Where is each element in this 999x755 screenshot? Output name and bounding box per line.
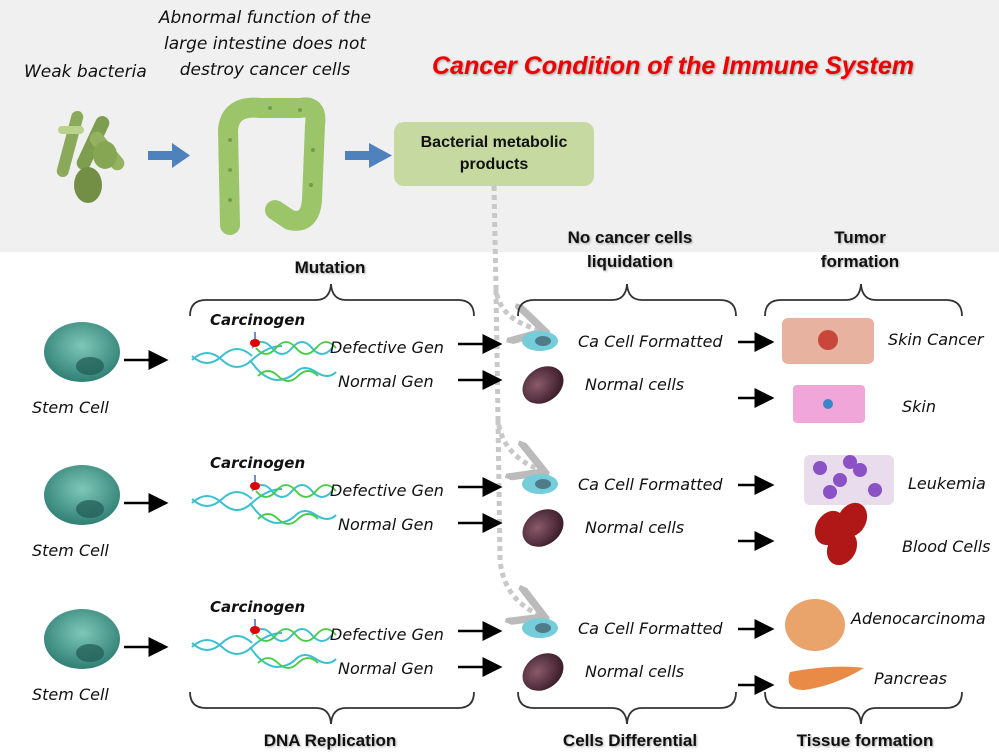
dna-strand-defective-green	[255, 484, 337, 498]
dna-strand-defective	[251, 484, 333, 498]
stem-cell-label: Stem Cell	[32, 685, 109, 704]
dna-strand-normal	[249, 359, 337, 382]
dna-strand-normal-green	[257, 657, 319, 669]
normal-cells-label: Normal cells	[585, 518, 685, 537]
dna-strand-defective	[251, 341, 333, 355]
liquidation-brace	[517, 283, 737, 317]
dna-strand-defective-green	[255, 341, 337, 355]
stem-cell-label: Stem Cell	[32, 541, 109, 560]
normal-tissue-label: Pancreas	[874, 669, 947, 688]
carcinogen-dot-icon	[250, 339, 260, 347]
cancer-cell-nucleus	[535, 623, 551, 633]
tumor-formation-heading: Tumor formation	[800, 226, 920, 274]
red-blood-cell-icon	[826, 530, 858, 566]
cancer-cell-nucleus	[535, 336, 551, 346]
cancer-tissue-label: Leukemia	[908, 474, 986, 493]
metabolic-products-box: Bacterial metabolic products	[394, 122, 594, 186]
stem-cell-shade	[76, 357, 104, 375]
adenocarcinoma-image	[785, 599, 845, 651]
dna-helix-icon	[191, 345, 283, 368]
defective-gene-label: Defective Gen	[330, 338, 444, 357]
normal-tissue-label: Skin	[902, 397, 937, 416]
tumor-spot	[818, 330, 838, 350]
intestine-texture	[228, 106, 315, 202]
heading-line: formation	[820, 252, 900, 271]
heading-line: Tumor	[834, 228, 886, 247]
dna-replication-heading: DNA Replication	[263, 731, 397, 750]
large-intestine-icon	[218, 97, 326, 235]
skin-cell-nucleus	[823, 399, 833, 409]
cancer-tissue-label: Adenocarcinoma	[851, 609, 986, 628]
normal-cell-icon	[522, 509, 564, 547]
heading-line: liquidation	[587, 252, 673, 271]
cancer-cell-nucleus	[535, 479, 551, 489]
dna-strand-normal	[249, 502, 337, 525]
normal-cells-label: Normal cells	[585, 375, 685, 394]
carcinogen-label: Carcinogen	[210, 454, 306, 472]
dna-strand-normal-green	[257, 370, 319, 382]
ca-cell-label: Ca Cell Formatted	[578, 475, 723, 494]
defective-gene-label: Defective Gen	[330, 481, 444, 500]
stem-cell-label: Stem Cell	[32, 398, 109, 417]
metabolic-box-line: products	[459, 156, 529, 173]
leukemia-cell	[843, 455, 857, 469]
weak-bacteria-label: Weak bacteria	[24, 62, 147, 82]
normal-cells-label: Normal cells	[585, 662, 685, 681]
carcinogen-dot-icon	[250, 626, 260, 634]
dna-strand-normal-green	[257, 513, 319, 525]
heading-line: No cancer cells	[567, 228, 693, 247]
normal-gene-label: Normal Gen	[338, 515, 434, 534]
stem-cell-shade	[76, 644, 104, 662]
carcinogen-dot-icon	[250, 482, 260, 490]
intestine-note: Abnormal function of the large intestine…	[140, 5, 390, 83]
dna-helix-icon	[191, 488, 283, 511]
mutation-heading: Mutation	[294, 258, 366, 277]
stem-cell-shade	[76, 500, 104, 518]
intestine-note-line: large intestine does not	[163, 34, 367, 54]
normal-gene-label: Normal Gen	[338, 372, 434, 391]
intestine-note-line: destroy cancer cells	[179, 60, 351, 80]
pancreas-icon	[788, 666, 864, 690]
braces	[189, 283, 963, 725]
metabolic-box-line: Bacterial metabolic	[420, 133, 568, 151]
mutation-brace	[189, 283, 475, 317]
page-title: Cancer Condition of the Immune System	[432, 52, 915, 80]
tissue-formation-heading: Tissue formation	[796, 731, 934, 750]
no-cancer-liquidation-heading: No cancer cells liquidation	[540, 226, 720, 274]
tumor-brace	[764, 283, 963, 317]
dna-strand-defective-green	[255, 628, 337, 642]
dna-helix-icon	[191, 632, 283, 655]
intestine-note-line: Abnormal function of the	[158, 8, 372, 28]
tissue-formation-brace	[764, 691, 963, 725]
normal-tissue-label: Blood Cells	[902, 537, 991, 556]
leukemia-cell	[823, 485, 837, 499]
leukemia-cell	[833, 473, 847, 487]
ca-cell-label: Ca Cell Formatted	[578, 619, 723, 638]
normal-gene-label: Normal Gen	[338, 659, 434, 678]
metabolic-flow-lines	[491, 185, 540, 615]
arrow-icon	[148, 143, 392, 168]
bacteria-icon	[56, 110, 125, 203]
carcinogen-label: Carcinogen	[210, 598, 306, 616]
leukemia-cell	[853, 463, 867, 477]
ca-cell-label: Ca Cell Formatted	[578, 332, 723, 351]
dna-strand-defective	[251, 628, 333, 642]
dna-replication-brace	[189, 691, 475, 725]
leukemia-cell	[813, 461, 827, 475]
cancer-tissue-label: Skin Cancer	[888, 330, 984, 349]
red-blood-cell-icon	[836, 502, 868, 538]
cells-differential-brace	[517, 691, 737, 725]
normal-cell-icon	[522, 653, 564, 691]
carcinogen-label: Carcinogen	[210, 311, 306, 329]
leukemia-cell	[868, 483, 882, 497]
defective-gene-label: Defective Gen	[330, 625, 444, 644]
dna-strand-normal	[249, 646, 337, 669]
normal-cell-icon	[522, 366, 564, 404]
cells-differential-heading: Cells Differential	[562, 731, 698, 750]
